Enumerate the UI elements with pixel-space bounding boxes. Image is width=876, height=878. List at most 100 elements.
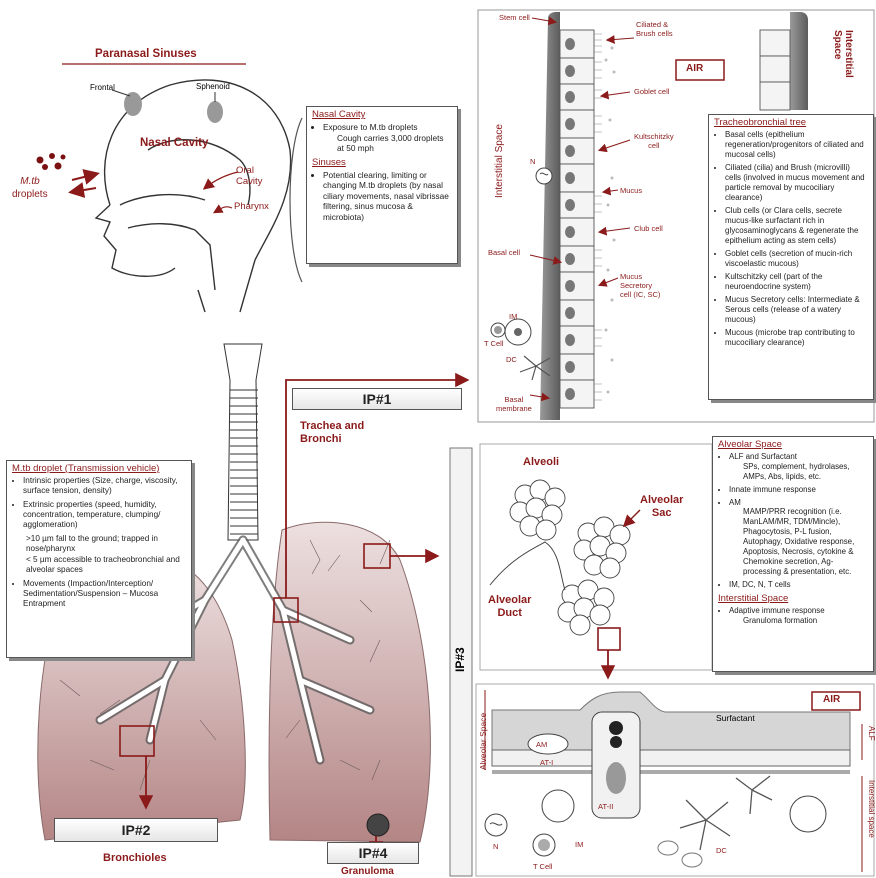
sphenoid-label: Sphenoid (196, 82, 230, 91)
tracheo-item: Mucus Secretory cells: Intermediate & Se… (725, 295, 868, 325)
droplet-sub-1: >10 µm fall to the ground; trapped in no… (26, 534, 186, 554)
club-cell-label: Club cell (634, 224, 663, 233)
tracheo-item: Basal cells (epithelium regeneration/pro… (725, 130, 868, 160)
tcell-icon-epi (491, 323, 505, 337)
nasal-item-1: Exposure to M.tb droplets (323, 122, 418, 132)
neutrophil-icon-alv (485, 814, 507, 836)
droplets-label: droplets (12, 189, 48, 200)
trachea-bronchi-label: Trachea and Bronchi (300, 420, 364, 446)
droplet-inhale-arrow (72, 174, 96, 180)
mucus-label: Mucus (620, 186, 642, 195)
brace (290, 118, 302, 282)
tracheo-item: Ciliated (cilia) and Brush (microvilli) … (725, 163, 868, 203)
alveolar-item-1b: SPs, complement, hydrolases, AMPs, Abs, … (743, 462, 868, 482)
sinuses-heading: Sinuses (312, 158, 452, 168)
droplet-exhale-arrow (72, 188, 96, 192)
at2-nucleus (606, 762, 626, 794)
ip2-label: IP#2 (54, 818, 218, 842)
nasal-cavity-label: Nasal Cavity (140, 137, 208, 149)
frontal-label: Frontal (90, 83, 115, 92)
interstitial-right-label: Interstitial Space (832, 30, 854, 78)
sphenoid-sinus (207, 101, 223, 123)
kultschitzky-label: Kultschitzky cell (634, 132, 674, 150)
pharynx-label: Pharynx (234, 201, 269, 212)
tracheo-item: Club cells (or Clara cells, secrete mucu… (725, 206, 868, 246)
pharynx-arrow (215, 207, 232, 212)
dc-label-epi: DC (506, 355, 517, 364)
alf-label: ALF (867, 726, 876, 741)
alveolar-macrophage-icon (528, 734, 568, 754)
alveolar-space-side-label: Alveolar Space (478, 713, 488, 770)
droplet-info-box: M.tb droplet (Transmission vehicle) Intr… (6, 460, 192, 658)
droplet-item-3: Movements (Impaction/Interception/ Sedim… (23, 579, 186, 610)
ip1-label: IP#1 (292, 388, 462, 410)
goblet-label: Goblet cell (634, 87, 669, 96)
basal-cell-label: Basal cell (488, 248, 520, 257)
alveolar-item-3b: MAMP/PRR recognition (i.e. ManLAM/MR, TD… (743, 507, 868, 576)
tracheo-item: Goblet cells (secretion of mucin-rich vi… (725, 249, 868, 269)
droplet-heading: M.tb droplet (Transmission vehicle) (12, 464, 186, 474)
alveolar-item-4: IM, DC, N, T cells (729, 580, 868, 590)
droplet-item-1: Intrinsic properties (Size, charge, visc… (23, 476, 186, 496)
nasal-item-1b: Cough carries 3,000 droplets at 50 mph (337, 133, 452, 154)
alveolar-item-2: Innate immune response (729, 485, 868, 495)
im-cell-icon (505, 319, 531, 345)
oral-cavity-label: Oral Cavity (236, 165, 262, 187)
granuloma-icon (367, 814, 389, 836)
right-epithelial-cells (760, 30, 790, 110)
alveolar-space-heading: Alveolar Space (718, 440, 868, 450)
tracheobronchial-heading: Tracheobronchial tree (714, 118, 868, 128)
tcell-icon-alv (533, 834, 555, 856)
im-label-alv: IM (575, 840, 583, 849)
alveolar-item-3: AM (729, 498, 741, 507)
interstitial-left-label: Interstitial Space (494, 124, 505, 198)
droplet-item-2: Extrinsic properties (speed, humidity, c… (23, 500, 186, 531)
at2-label: AT-II (598, 802, 613, 811)
basement-line (492, 770, 850, 774)
tracheobronchial-box: Tracheobronchial tree Basal cells (epith… (708, 114, 874, 400)
frontal-sinus (124, 92, 142, 116)
bronchioles-label: Bronchioles (103, 852, 167, 864)
n-label-epi: N (530, 157, 535, 166)
head-outline (96, 80, 291, 312)
ciliated-label: Ciliated & Brush cells (636, 20, 673, 38)
interstitial-space-heading: Interstitial Space (718, 594, 868, 604)
am-label: AM (536, 740, 547, 749)
epi-air-label: AIR (686, 63, 703, 74)
ip4-label: IP#4 (327, 842, 419, 864)
ip3-label: IP#3 (453, 647, 467, 672)
at1-label: AT-I (540, 758, 553, 767)
mtb-droplets-icon (37, 153, 66, 170)
alveolar-item-5: Adaptive immune response (729, 606, 825, 615)
right-basal-membrane (790, 12, 808, 110)
trachea (224, 344, 262, 540)
basal-membrane-label: Basal membrane (496, 395, 532, 413)
neutrophil-icon-epi (536, 168, 552, 184)
surfactant-label: Surfactant (716, 713, 755, 723)
epithelial-cells (560, 30, 594, 408)
paranasal-sinuses-title: Paranasal Sinuses (95, 48, 197, 60)
dc-label-alv: DC (716, 846, 727, 855)
lamellar-body-2 (610, 736, 622, 748)
stem-cell-label: Stem cell (499, 13, 530, 22)
oral-cavity-arrow (205, 172, 238, 188)
alv-air-label: AIR (823, 694, 840, 705)
mtb-label: M.tb (14, 176, 46, 187)
lamellar-body-1 (609, 721, 623, 735)
alveolar-sac-label: Alveolar Sac (640, 494, 683, 520)
im-label-epi: IM (509, 312, 517, 321)
tcell-label-epi: T Cell (484, 339, 503, 348)
nasal-info-box: Nasal Cavity Exposure to M.tb dropletsCo… (306, 106, 458, 264)
interstitial-side-label: Interstitial space (867, 780, 876, 838)
alveolar-duct-label: Alveolar Duct (488, 594, 531, 620)
right-lung (269, 522, 430, 842)
nasal-cavity-heading: Nasal Cavity (312, 110, 452, 120)
alveolar-item-5b: Granuloma formation (743, 616, 868, 626)
mucus-secretory-label: Mucus Secretory cell (IC, SC) (620, 272, 660, 299)
droplet-sub-2: < 5 µm accessible to tracheobronchial an… (26, 555, 186, 575)
tracheo-item: Kultschitzky cell (part of the neuroendo… (725, 272, 868, 292)
sinuses-item: Potential clearing, limiting or changing… (323, 170, 452, 222)
tracheo-item: Mucous (microbe trap contributing to muc… (725, 328, 868, 348)
tcell-label-alv: T Cell (533, 862, 552, 871)
